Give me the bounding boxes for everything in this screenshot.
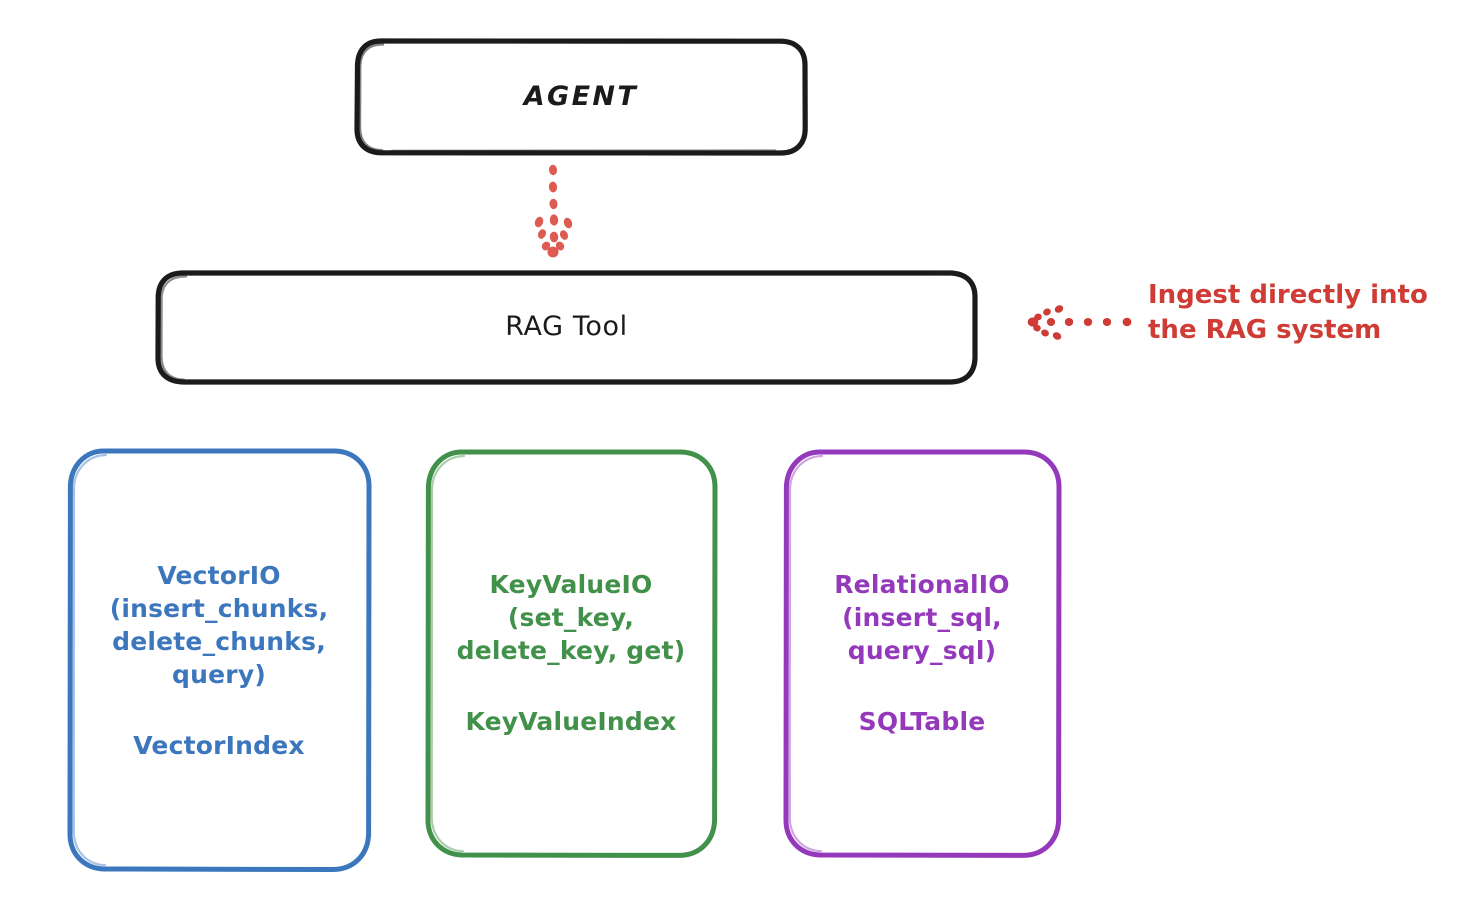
relational-io-label: RelationalIO (insert_sql, query_sql) SQL… [786,450,1058,855]
agent-to-rag-connector [534,164,573,258]
rag-tool-label: RAG Tool [505,311,628,343]
key-value-index-text: KeyValueIndex [465,706,677,736]
vector-io-api-text: VectorIO (insert_chunks, delete_chunks, … [109,560,329,689]
agent-label: AGENT [523,80,639,112]
key-value-io-label: KeyValueIO (set_key, delete_key, get) Ke… [428,450,714,855]
key-value-io-api-text: KeyValueIO (set_key, delete_key, get) [456,569,686,665]
vector-index-text: VectorIndex [133,730,305,760]
sql-table-text: SQLTable [858,706,986,736]
relational-io-api-text: RelationalIO (insert_sql, query_sql) [834,569,1010,665]
ingest-annotation-label: Ingest directly into the RAG system [1148,280,1428,346]
ingest-to-rag-connector [1027,305,1132,340]
vector-io-label: VectorIO (insert_chunks, delete_chunks, … [70,450,368,870]
